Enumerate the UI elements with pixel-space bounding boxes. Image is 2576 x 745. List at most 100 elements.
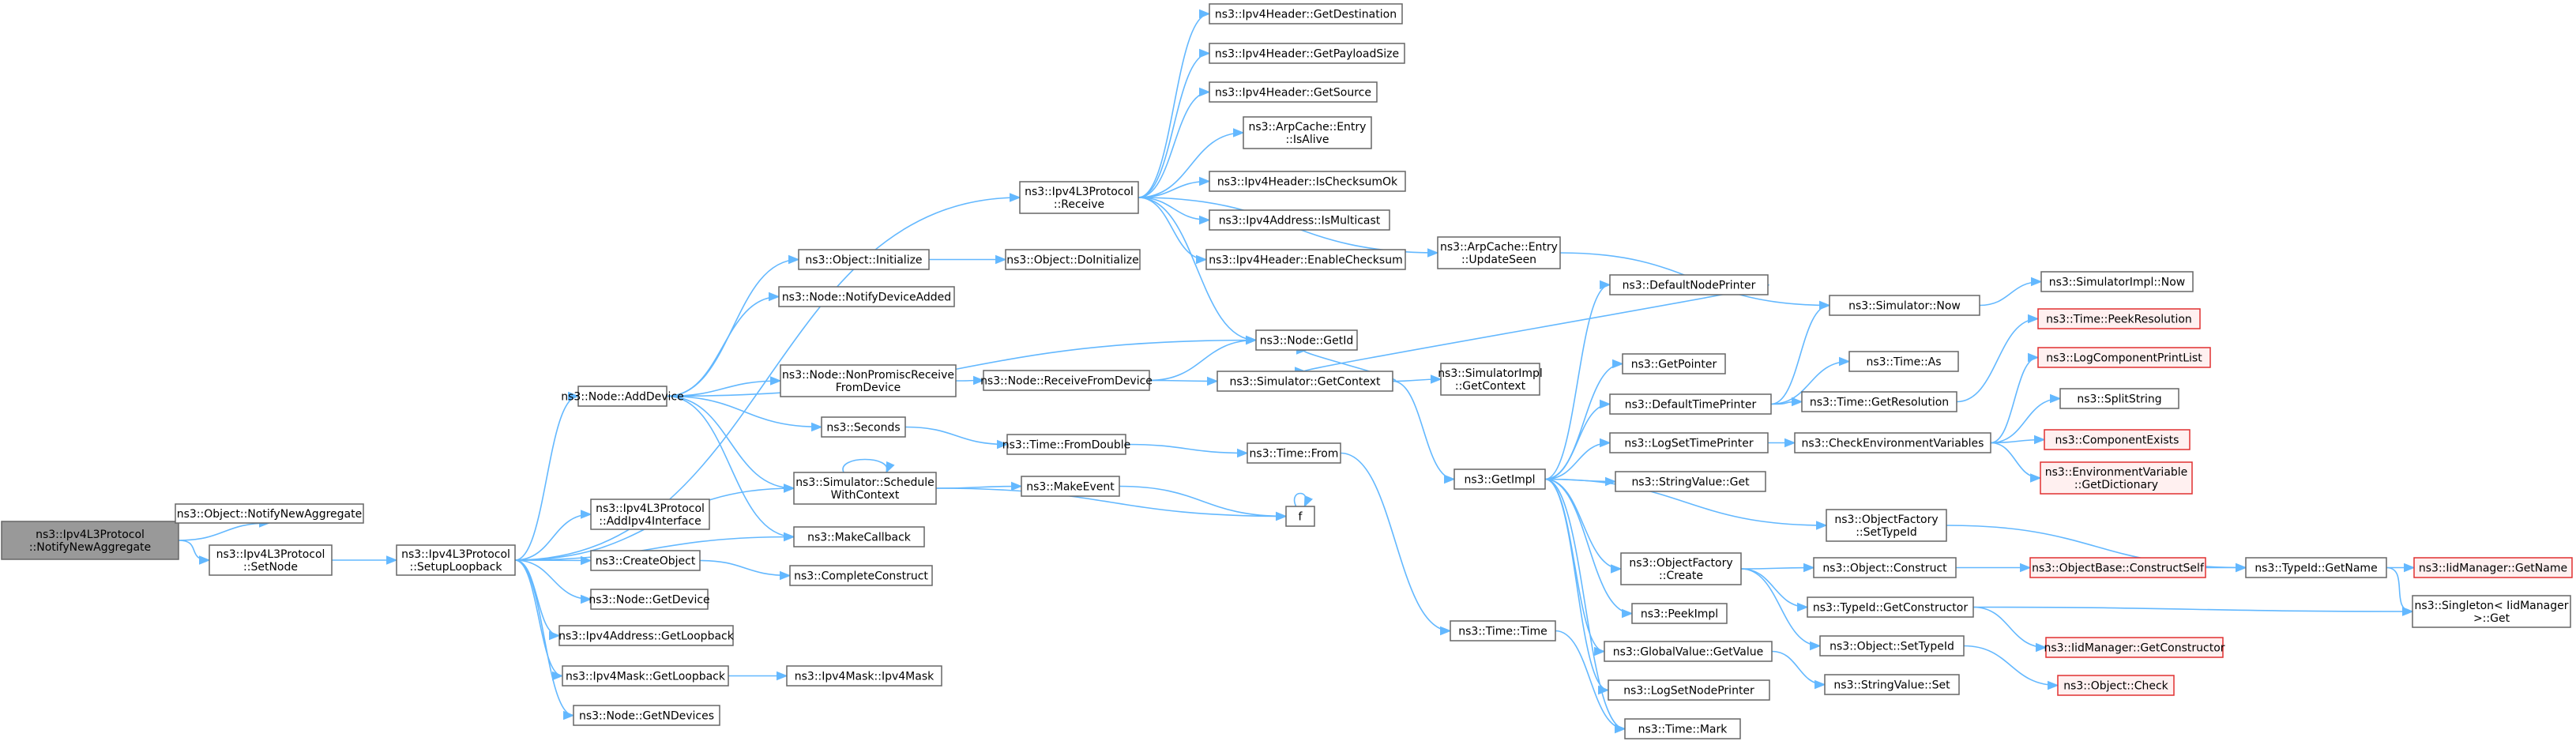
node-n10[interactable]: ns3::Node::GetDevice [589,589,710,610]
node-n22[interactable]: ns3::Object::DoInitialize [1005,249,1141,270]
node-n28[interactable]: ns3::MakeEvent [1021,476,1120,497]
node-n27[interactable]: ns3::Time::FromDouble [1002,434,1131,455]
edge-n37-to-n48 [1544,478,1626,734]
node-n30[interactable]: ns3::CompleteConstruct [789,565,933,586]
node-n50[interactable]: ns3::Time::As [1848,351,1959,372]
edge-n46-to-n57 [1771,650,1826,690]
node-n57[interactable]: ns3::StringValue::Set [1824,674,1960,695]
node-n67[interactable]: ns3::TypeId::GetName [2245,557,2387,578]
node-n20[interactable]: ns3::Ipv4Header::EnableChecksum [1205,249,1406,270]
node-n49[interactable]: ns3::Simulator::Now [1829,295,1980,316]
node-n39[interactable]: ns3::DefaultNodePrinter [1609,274,1769,295]
node-n44[interactable]: ns3::ObjectFactory::Create [1620,552,1742,585]
node-n8[interactable]: ns3::Ipv4L3Protocol::AddIpv4Interface [590,499,710,530]
node-label: ns3::Ipv4Address::IsMulticast [1219,215,1381,228]
node-n5[interactable]: ns3::Node::AddDevice [561,386,684,407]
node-n3[interactable]: ns3::Ipv4L3Protocol::SetupLoopback [396,544,516,576]
node-label: ns3::Ipv4Header::GetPayloadSize [1215,48,1399,61]
node-box [786,665,942,687]
node-n31[interactable]: ns3::Ipv4Mask::Ipv4Mask [786,665,942,687]
node-n0[interactable]: ns3::Ipv4L3Protocol::NotifyNewAggregate [1,521,179,560]
node-n21[interactable]: ns3::Object::Initialize [798,249,930,270]
node-n60[interactable]: ns3::LogComponentPrintList [2037,347,2211,368]
node-n16[interactable]: ns3::Ipv4Header::GetSource [1209,81,1378,103]
node-box [1624,718,1741,739]
node-n54[interactable]: ns3::Object::Construct [1813,557,1957,578]
node-n63[interactable]: ns3::EnvironmentVariable::GetDictionary [2040,461,2193,495]
node-n68[interactable]: ns3::IidManager::GetName [2413,557,2573,578]
node-n65[interactable]: ns3::IidManager::GetConstructor [2044,637,2225,658]
node-n11[interactable]: ns3::Ipv4Address::GetLoopback [558,625,735,646]
node-label: ns3::SplitString [2077,393,2161,406]
node-label: ns3::TypeId::GetName [2254,563,2377,575]
node-n58[interactable]: ns3::SimulatorImpl::Now [2040,271,2194,292]
node-n53[interactable]: ns3::ObjectFactory::SetTypeId [1826,509,1947,542]
node-n47[interactable]: ns3::LogSetNodePrinter [1608,679,1770,701]
node-label: ns3::Object::DoInitialize [1006,254,1138,267]
node-box [562,665,729,687]
node-label: ::SetNode [243,561,298,574]
node-n1[interactable]: ns3::Object::NotifyNewAggregate [175,503,364,524]
node-n2[interactable]: ns3::Ipv4L3Protocol::SetNode [209,544,333,576]
node-n61[interactable]: ns3::SplitString [2059,388,2179,409]
node-box [590,550,701,571]
node-label: ns3::Time::From [1250,448,1339,461]
node-box [1255,329,1358,351]
edge-n41-to-n49 [1770,300,1831,405]
node-box [1829,295,1980,316]
node-n13[interactable]: ns3::Node::GetNDevices [573,705,720,726]
node-n45[interactable]: ns3::PeekImpl [1631,603,1728,624]
node-label: ns3::Simulator::Now [1848,300,1961,313]
node-n48[interactable]: ns3::Time::Mark [1624,718,1741,739]
node-n43[interactable]: ns3::StringValue::Get [1615,471,1766,492]
node-n56[interactable]: ns3::Object::SetTypeId [1819,635,1965,657]
node-box [1609,274,1769,295]
node-label: ns3::Ipv4Mask::GetLoopback [566,671,726,683]
node-n18[interactable]: ns3::Ipv4Header::IsChecksumOk [1209,171,1406,192]
node-n32[interactable]: ns3::ArpCache::Entry::UpdateSeen [1437,236,1561,269]
node-box [983,370,1150,391]
node-n59[interactable]: ns3::Time::PeekResolution [2037,308,2201,329]
node-n52[interactable]: ns3::CheckEnvironmentVariables [1794,432,1991,453]
node-n37[interactable]: ns3::GetImpl [1453,468,1546,490]
node-n40[interactable]: ns3::GetPointer [1622,353,1726,374]
node-n41[interactable]: ns3::DefaultTimePrinter [1609,393,1772,415]
node-n17[interactable]: ns3::ArpCache::Entry::IsAlive [1243,116,1372,149]
edge-n35-to-n38 [1340,452,1452,636]
edge-n4-to-n17 [1138,128,1245,198]
node-n64[interactable]: ns3::ObjectBase::ConstructSelf [2029,557,2206,578]
edge-n9-to-n30 [699,559,792,581]
node-n62[interactable]: ns3::ComponentExists [2044,429,2191,450]
node-n23[interactable]: ns3::Node::NotifyDeviceAdded [778,286,955,307]
node-n66[interactable]: ns3::Object::Check [2057,675,2175,696]
node-n34[interactable]: ns3::Simulator::GetContext [1217,371,1393,392]
node-n46[interactable]: ns3::GlobalValue::GetValue [1604,641,1773,662]
node-box [1848,351,1959,372]
node-n51[interactable]: ns3::Time::GetResolution [1801,391,1957,412]
node-n35[interactable]: ns3::Time::From [1247,442,1341,464]
node-box [1604,641,1773,662]
node-n29[interactable]: f [1285,506,1315,527]
node-n9[interactable]: ns3::CreateObject [590,550,701,571]
node-n55[interactable]: ns3::TypeId::GetConstructor [1807,596,1974,618]
node-n19[interactable]: ns3::Ipv4Address::IsMulticast [1209,209,1390,231]
node-n7[interactable]: ns3::MakeCallback [793,526,925,547]
node-n12[interactable]: ns3::Ipv4Mask::GetLoopback [562,665,729,687]
edge-n44-to-n56 [1740,568,1822,651]
node-n33[interactable]: ns3::Node::GetId [1255,329,1358,351]
node-n36[interactable]: ns3::SimulatorImpl::GetContext [1438,363,1543,396]
node-n14[interactable]: ns3::Ipv4Header::GetDestination [1209,3,1403,24]
node-n15[interactable]: ns3::Ipv4Header::GetPayloadSize [1209,43,1405,64]
node-n25[interactable]: ns3::Node::ReceiveFromDevice [980,370,1153,391]
node-n26[interactable]: ns3::Seconds [821,416,906,438]
node-box [1209,209,1390,231]
node-n42[interactable]: ns3::LogSetTimePrinter [1609,432,1769,453]
node-label: ns3::Time::As [1866,356,1941,369]
node-n38[interactable]: ns3::Time::Time [1450,620,1556,642]
node-n69[interactable]: ns3::Singleton< IidManager >::Get [2412,595,2571,628]
node-n4[interactable]: ns3::Ipv4L3Protocol::Receive [1019,181,1139,214]
edge-n5-to-n33 [666,335,1258,397]
node-label: ns3::Ipv4L3Protocol [1025,186,1134,198]
